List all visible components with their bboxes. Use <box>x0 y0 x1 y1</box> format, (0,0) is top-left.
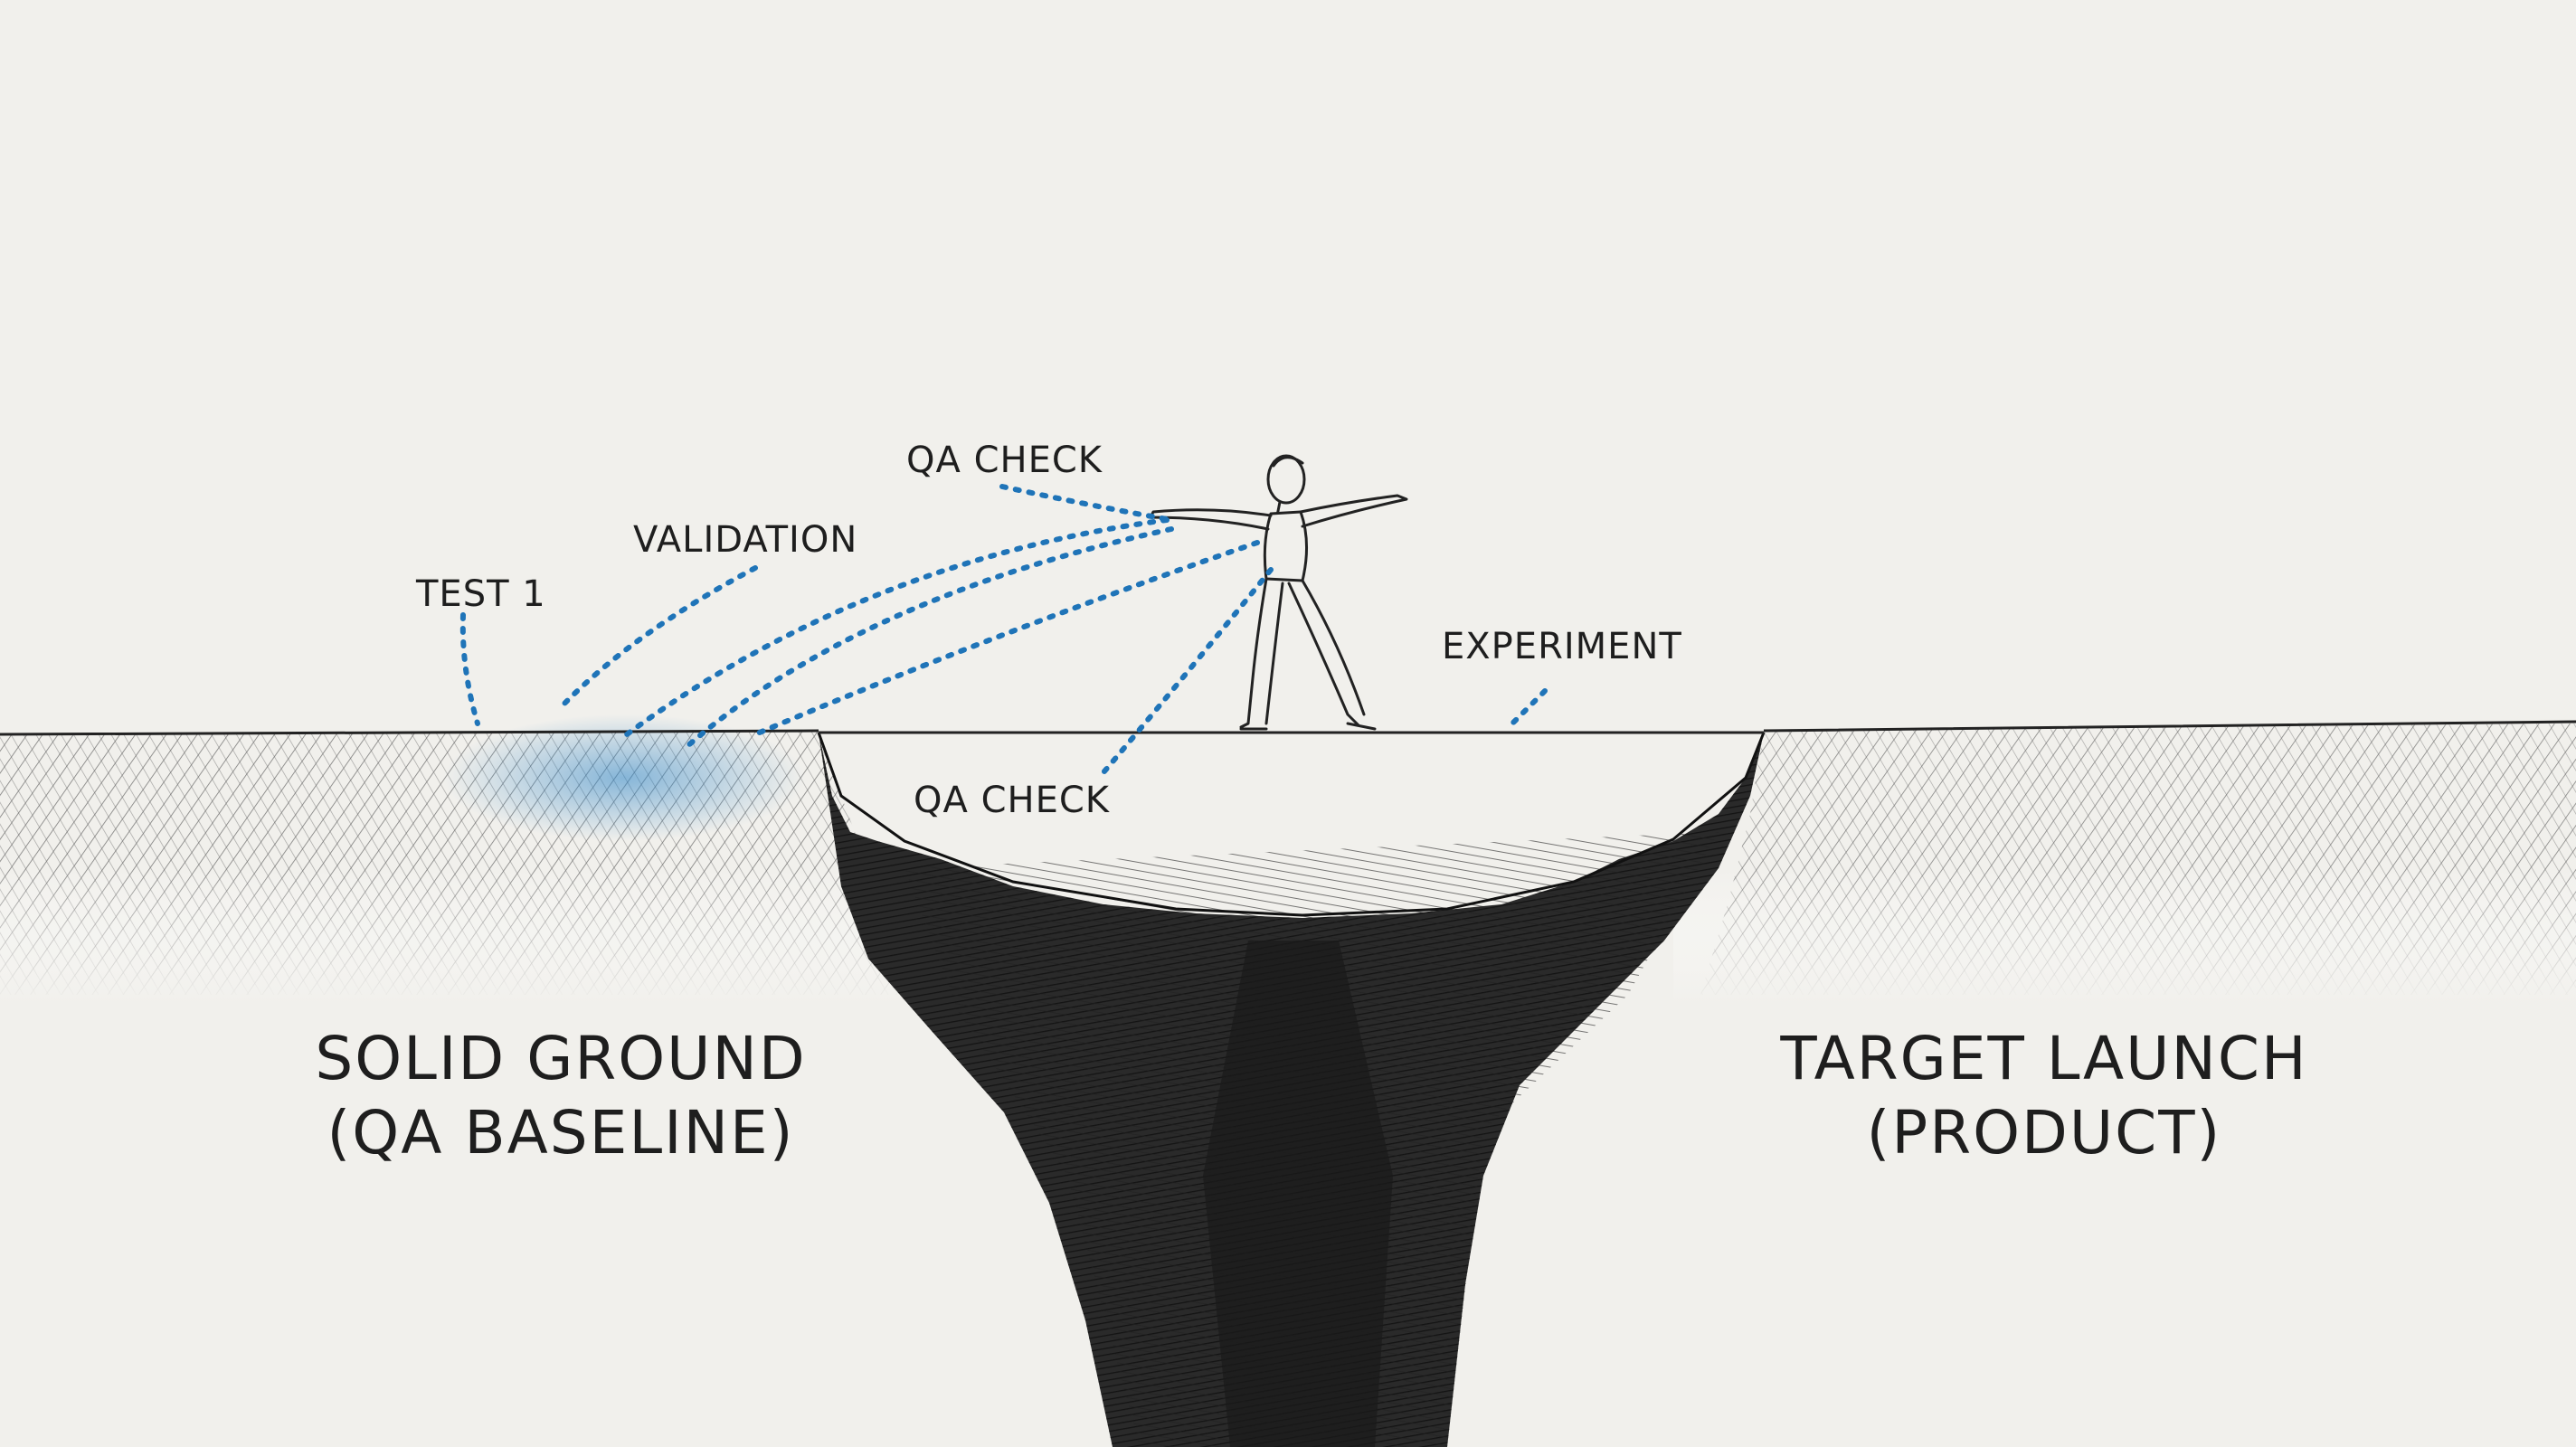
tightrope-walker <box>1149 454 1408 731</box>
label-test-1: TEST 1 <box>416 573 546 615</box>
label-target-launch-line2: (PRODUCT) <box>1866 1098 2222 1168</box>
connector-qa-check-top <box>999 484 1170 522</box>
label-target-launch: TARGET LAUNCH (PRODUCT) <box>1755 1022 2334 1170</box>
label-solid-ground-line2: (QA BASELINE) <box>327 1098 795 1168</box>
connector-test-1 <box>459 612 480 726</box>
label-qa-check-bottom: QA CHECK <box>914 780 1111 821</box>
label-validation: VALIDATION <box>633 519 858 561</box>
connector-lines <box>459 484 1548 780</box>
connector-qa-check-bottom <box>1096 567 1274 780</box>
label-solid-ground-line1: SOLID GROUND <box>315 1024 807 1093</box>
chasm <box>817 732 1766 1447</box>
label-solid-ground: SOLID GROUND (QA BASELINE) <box>271 1022 850 1170</box>
horizon-line <box>0 720 2576 736</box>
connector-experiment <box>1510 688 1548 726</box>
label-qa-check-top: QA CHECK <box>906 440 1103 481</box>
label-experiment: EXPERIMENT <box>1442 626 1682 667</box>
connector-validation <box>560 565 758 708</box>
right-ground <box>1673 724 2576 1004</box>
label-target-launch-line1: TARGET LAUNCH <box>1780 1024 2308 1093</box>
left-ground <box>0 714 995 1004</box>
